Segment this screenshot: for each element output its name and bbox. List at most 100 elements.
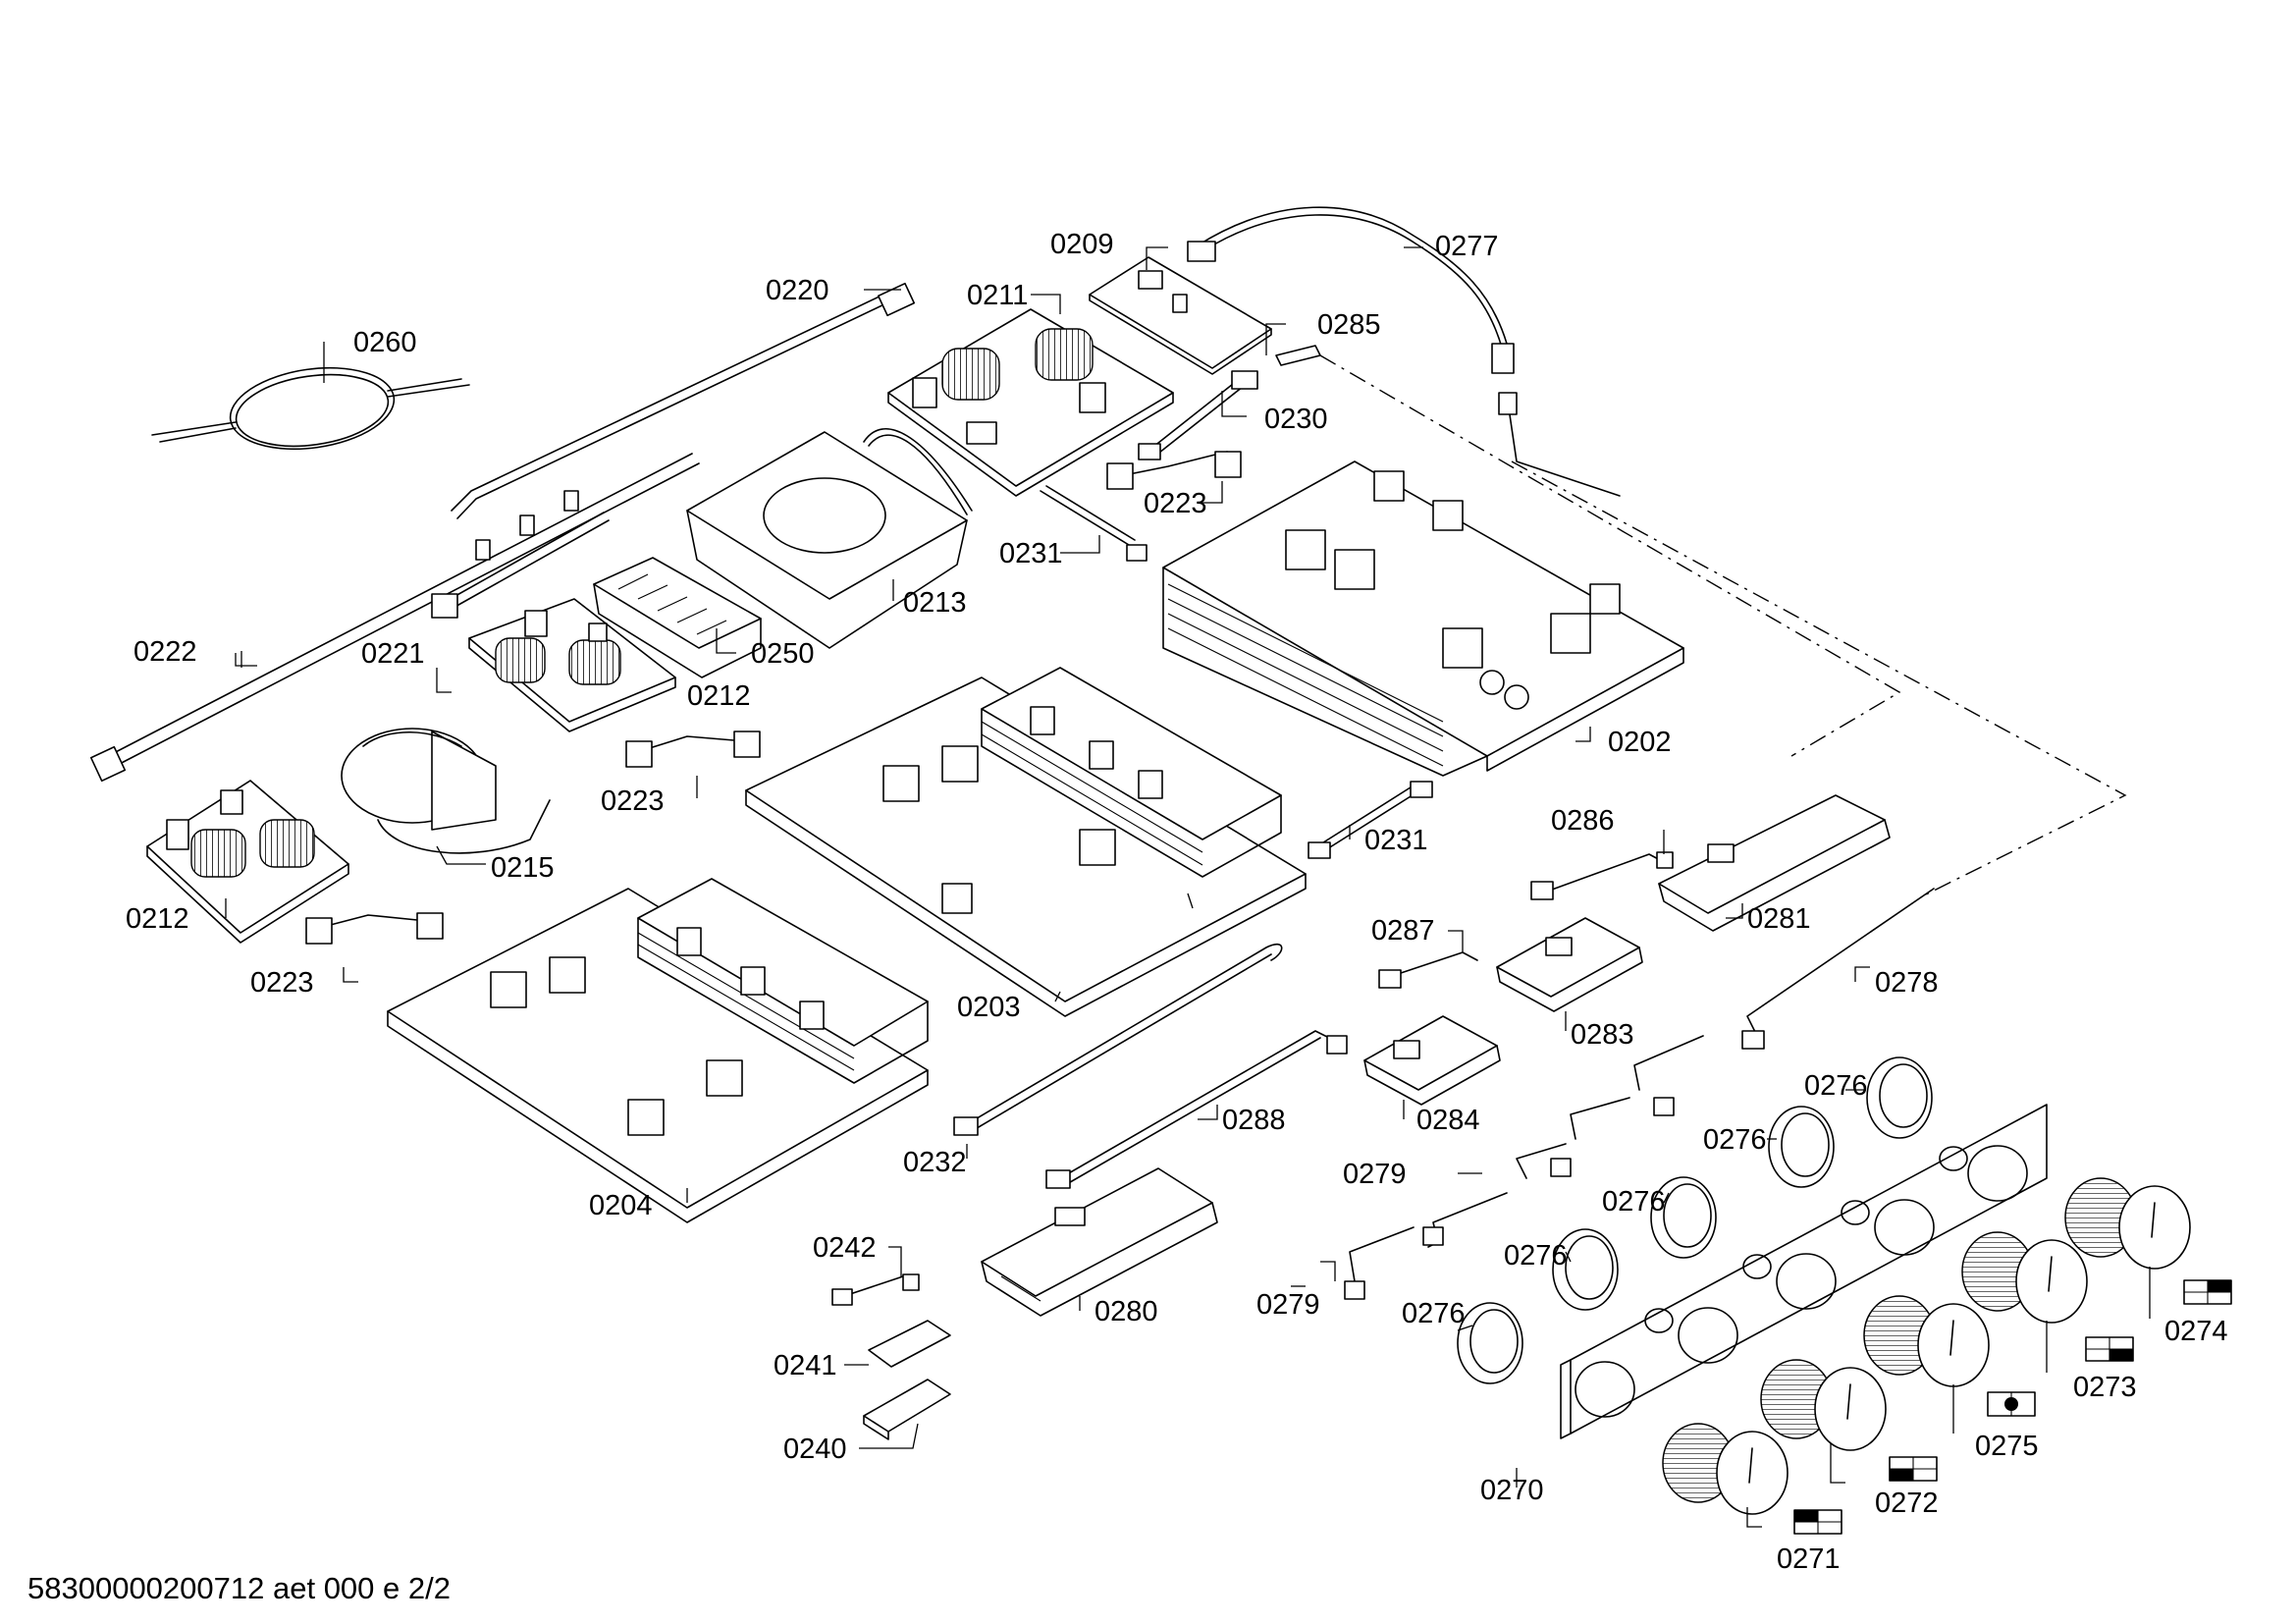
assembly-reference-lines <box>1319 354 2127 896</box>
label-0279-a: 0279 <box>1343 1159 1407 1190</box>
label-0277: 0277 <box>1435 231 1499 262</box>
part-0221-harness <box>431 512 610 619</box>
part-0209-control-board <box>1089 256 1272 375</box>
part-0279-harness-b <box>1344 1192 1508 1300</box>
label-0279-b: 0279 <box>1256 1289 1320 1321</box>
label-0215: 0215 <box>491 852 555 884</box>
part-0202-power-board <box>1162 460 1684 777</box>
label-0274: 0274 <box>2164 1316 2228 1347</box>
label-0204: 0204 <box>589 1190 653 1221</box>
part-0285-connector <box>1275 345 1321 366</box>
label-0250: 0250 <box>751 638 815 670</box>
label-0223-a: 0223 <box>1144 488 1207 519</box>
position-symbol-0271 <box>1793 1509 1842 1535</box>
part-0231-harness-a <box>1040 485 1148 562</box>
label-0260: 0260 <box>353 327 417 358</box>
leader-lines <box>225 246 2151 1528</box>
label-0276-a: 0276 <box>1402 1298 1466 1329</box>
part-0279-harness-a <box>1516 1035 1704 1179</box>
part-0203-power-board <box>745 667 1307 1017</box>
part-0260-power-cable <box>151 366 470 451</box>
part-0223-harness-a <box>1106 451 1242 490</box>
part-0250-terminal-block <box>593 557 762 678</box>
label-0285: 0285 <box>1317 309 1381 341</box>
label-0203: 0203 <box>957 992 1021 1023</box>
drawing-reference-number: 58300000200712 aet 000 e 2/2 <box>27 1571 451 1605</box>
part-0232-harness <box>953 943 1283 1136</box>
label-0276-c: 0276 <box>1602 1186 1666 1218</box>
label-0209: 0209 <box>1050 229 1114 260</box>
label-0211: 0211 <box>967 280 1028 311</box>
part-0272-knob <box>1760 1359 1887 1451</box>
position-symbol-0274 <box>2183 1279 2232 1305</box>
part-0242-cable <box>831 1273 920 1306</box>
part-labels: 0209 0277 0211 0220 0260 0285 0230 0223 … <box>126 229 2228 1575</box>
part-0212-filter-board-upper <box>468 598 676 732</box>
part-0276-ring-1 <box>1457 1302 1523 1384</box>
label-0213: 0213 <box>903 587 967 619</box>
label-0276-e: 0276 <box>1804 1070 1868 1102</box>
part-0241-sensor-board <box>868 1320 951 1368</box>
label-0241: 0241 <box>774 1350 837 1381</box>
part-0276-ring-2 <box>1552 1228 1619 1311</box>
part-0273-knob <box>1961 1231 2088 1324</box>
label-0284: 0284 <box>1416 1105 1480 1136</box>
part-0213-fan-housing <box>686 427 973 649</box>
part-0271-knob <box>1662 1423 1789 1515</box>
part-0211-filter-board <box>887 308 1174 497</box>
part-0276-ring-5 <box>1866 1056 1933 1139</box>
part-0287-harness <box>1378 951 1478 989</box>
part-0223-harness-b <box>625 731 761 768</box>
position-symbol-0272 <box>1889 1456 1938 1482</box>
label-0286: 0286 <box>1551 805 1615 837</box>
label-0230: 0230 <box>1264 404 1328 435</box>
label-0223-b: 0223 <box>601 785 665 817</box>
label-0278: 0278 <box>1875 967 1939 999</box>
label-0287: 0287 <box>1371 915 1435 947</box>
part-0275-knob <box>1863 1295 1990 1387</box>
label-0270: 0270 <box>1480 1475 1544 1506</box>
part-0240-bracket <box>863 1379 951 1440</box>
part-0280-control-module <box>981 1167 1218 1317</box>
label-0202: 0202 <box>1608 727 1672 758</box>
part-0283-control-module <box>1496 917 1643 1012</box>
label-0281: 0281 <box>1747 903 1811 935</box>
label-0283: 0283 <box>1571 1019 1634 1051</box>
label-0240: 0240 <box>783 1434 847 1465</box>
label-0212-a: 0212 <box>687 680 751 712</box>
label-0273: 0273 <box>2073 1372 2137 1403</box>
part-0270-knob-frame <box>1560 1104 2048 1439</box>
position-symbol-0273 <box>2085 1336 2134 1362</box>
label-0275: 0275 <box>1975 1431 2039 1462</box>
part-0231-harness-b <box>1308 781 1433 859</box>
part-0276-ring-3 <box>1650 1176 1717 1259</box>
label-0231-b: 0231 <box>1364 825 1428 856</box>
label-0223-c: 0223 <box>250 967 314 999</box>
part-0220-harness <box>451 282 916 519</box>
label-0271: 0271 <box>1777 1543 1841 1575</box>
part-0223-harness-c <box>305 912 444 945</box>
part-0230-harness <box>1138 370 1258 460</box>
label-0231-a: 0231 <box>999 538 1063 569</box>
part-0277-harness <box>1187 206 1621 497</box>
part-0284-control-module <box>1363 1015 1501 1106</box>
part-0278-harness <box>1741 888 1935 1050</box>
part-0215-fan <box>341 728 551 854</box>
label-0221: 0221 <box>361 638 425 670</box>
label-0220: 0220 <box>766 275 829 306</box>
label-0212-b: 0212 <box>126 903 189 935</box>
label-0280: 0280 <box>1095 1296 1158 1327</box>
position-symbol-0275 <box>1987 1391 2036 1417</box>
label-0222: 0222 <box>133 636 197 668</box>
part-0286-harness <box>1530 851 1674 900</box>
part-0274-knob <box>2064 1177 2191 1270</box>
label-0232: 0232 <box>903 1147 967 1178</box>
part-0212-filter-board-lower <box>146 780 349 944</box>
label-0276-d: 0276 <box>1703 1124 1767 1156</box>
label-0272: 0272 <box>1875 1488 1939 1519</box>
label-0242: 0242 <box>813 1232 877 1264</box>
part-0204-power-board <box>387 878 929 1223</box>
label-0288: 0288 <box>1222 1105 1286 1136</box>
part-0276-ring-4 <box>1768 1106 1835 1188</box>
